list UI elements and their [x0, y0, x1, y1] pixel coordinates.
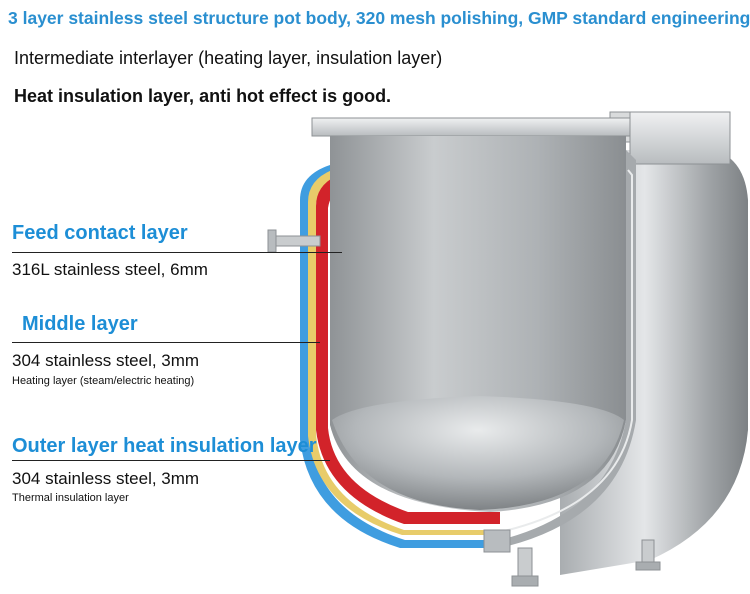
outer-layer-spec: 304 stainless steel, 3mm — [12, 469, 200, 488]
middle-layer-note: Heating layer (steam/electric heating) — [12, 375, 195, 387]
heat-insulation-text: Heat insulation layer, anti hot effect i… — [14, 86, 392, 106]
bottom-outlet-pipes — [483, 529, 661, 587]
intermediate-interlayer-text: Intermediate interlayer (heating layer, … — [14, 48, 443, 68]
middle-layer-label: Middle layer — [22, 313, 138, 335]
feed-contact-spec: 316L stainless steel, 6mm — [12, 260, 208, 279]
outer-layer-leader-line — [12, 460, 330, 461]
outer-layer-label: Outer layer heat insulation layer — [12, 435, 317, 457]
feed-contact-layer-label: Feed contact layer — [12, 222, 188, 244]
middle-layer-spec: 304 stainless steel, 3mm — [12, 351, 200, 370]
middle-layer-leader-line — [12, 342, 320, 343]
outer-layer-note: Thermal insulation layer — [12, 492, 129, 504]
feed-contact-leader-line — [12, 252, 342, 253]
headline: 3 layer stainless steel structure pot bo… — [8, 8, 750, 28]
inner-vessel — [311, 117, 636, 548]
